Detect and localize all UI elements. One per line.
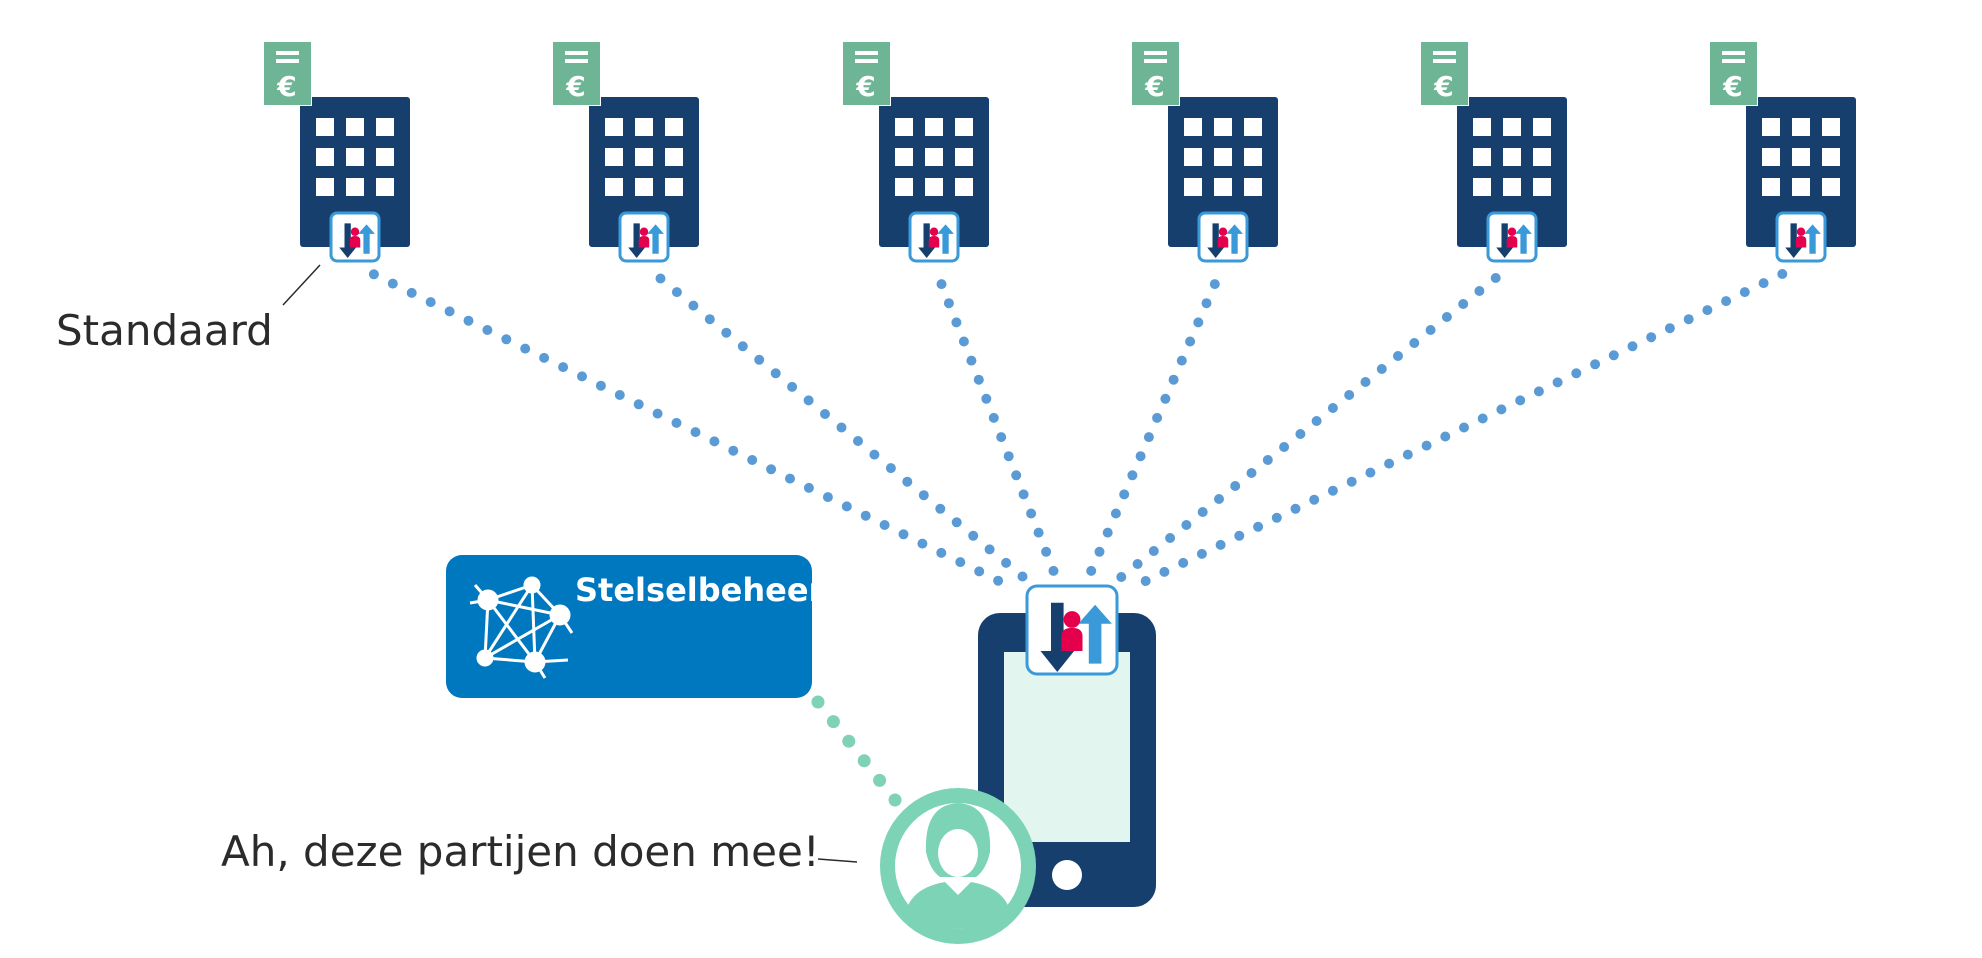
person-up-down-arrows-icon[interactable] xyxy=(1775,211,1827,263)
euro-document-icon: € xyxy=(1709,41,1758,106)
euro-document-icon: € xyxy=(263,41,312,106)
user-link-dot xyxy=(873,773,887,787)
euro-document-icon: € xyxy=(1131,41,1180,106)
euro-document-icon: € xyxy=(842,41,891,106)
euro-symbol: € xyxy=(565,70,585,103)
phone-exchange-app-icon[interactable] xyxy=(1025,584,1119,676)
building-icon xyxy=(300,97,410,247)
user-link-dot xyxy=(826,715,840,729)
euro-document-icon: € xyxy=(1420,41,1469,106)
organization-2[interactable]: € xyxy=(552,41,699,263)
person-up-down-arrows-icon[interactable] xyxy=(1197,211,1249,263)
euro-symbol: € xyxy=(1144,70,1164,103)
person-up-down-arrows-icon[interactable] xyxy=(618,211,670,263)
organizations: € € € € € € xyxy=(263,41,1856,263)
person-up-down-arrows-icon[interactable] xyxy=(329,211,381,263)
governance-label: Stelselbeheer xyxy=(575,571,825,609)
building-icon xyxy=(1457,97,1567,247)
dotted-line-6 xyxy=(1140,269,1788,586)
user-quote: Ah, deze partijen doen mee! xyxy=(221,827,820,876)
user-avatar-icon xyxy=(880,788,1036,944)
organization-6[interactable]: € xyxy=(1709,41,1856,263)
standard-label: Standaard xyxy=(56,306,273,355)
connection-lines xyxy=(368,269,1788,586)
user-link-dot xyxy=(888,793,902,807)
organization-3[interactable]: € xyxy=(842,41,989,263)
user-link-dot xyxy=(811,695,825,709)
governance-box[interactable]: Stelselbeheer xyxy=(446,555,825,698)
person-up-down-arrows-icon[interactable] xyxy=(1486,211,1538,263)
euro-symbol: € xyxy=(855,70,875,103)
user-governance-link xyxy=(811,695,902,807)
euro-document-icon: € xyxy=(552,41,601,106)
building-icon xyxy=(1746,97,1856,247)
dotted-line-1 xyxy=(368,269,1004,586)
euro-symbol: € xyxy=(1433,70,1453,103)
euro-symbol: € xyxy=(276,70,296,103)
building-icon xyxy=(589,97,699,247)
person-up-down-arrows-icon[interactable] xyxy=(908,211,960,263)
quote-pointer-line xyxy=(817,858,858,863)
organization-4[interactable]: € xyxy=(1131,41,1278,263)
user-link-dot xyxy=(842,734,856,748)
dotted-line-2 xyxy=(655,273,1028,582)
user-link-dot xyxy=(857,754,871,768)
standard-pointer-line xyxy=(282,264,321,306)
network-nodes-icon xyxy=(469,576,574,679)
dotted-line-5 xyxy=(1116,273,1501,582)
building-icon xyxy=(1168,97,1278,247)
dotted-line-4 xyxy=(1086,279,1220,576)
euro-symbol: € xyxy=(1722,70,1742,103)
building-icon xyxy=(879,97,989,247)
organization-1[interactable]: € xyxy=(263,41,410,263)
dotted-line-3 xyxy=(936,279,1059,576)
organization-5[interactable]: € xyxy=(1420,41,1567,263)
